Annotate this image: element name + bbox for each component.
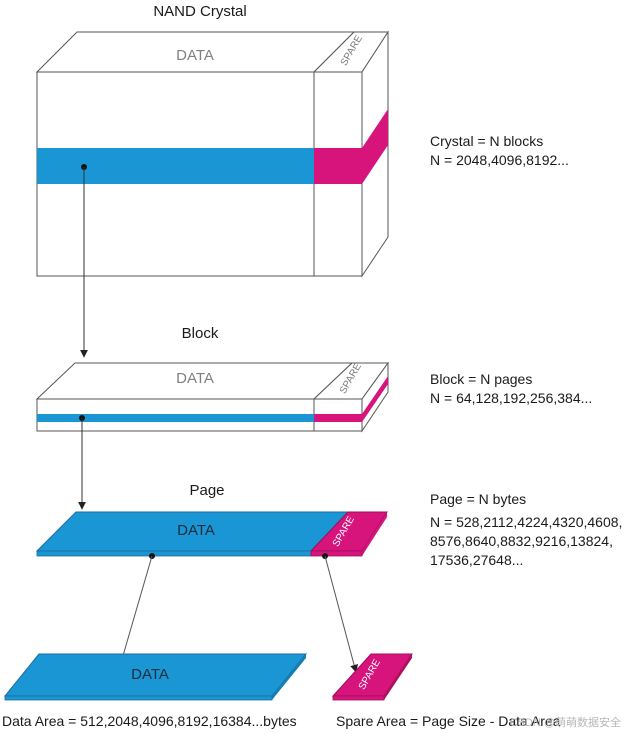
crystal-box: DATA SPARE: [35, 30, 389, 278]
page-title: Page: [189, 482, 224, 499]
crystal-desc-line-1: Crystal = N blocks: [430, 133, 543, 149]
data-area-caption: Data Area = 512,2048,4096,8192,16384...b…: [2, 713, 297, 729]
block-desc-line-1: Block = N pages: [430, 371, 532, 387]
spare-area-front: [332, 695, 385, 701]
page-spare-side: [362, 512, 387, 556]
spare-area-box: SPARE: [331, 653, 413, 701]
block-box: DATA SPARE: [35, 361, 389, 433]
page-data-label: DATA: [177, 522, 215, 539]
page-desc-line-1: Page = N bytes: [430, 491, 526, 507]
block-page-band-spare: [314, 414, 362, 422]
crystal-data-label: DATA: [176, 47, 214, 64]
block-page-band-data: [37, 414, 314, 422]
data-area-label: DATA: [131, 666, 169, 683]
crystal-desc-line-2: N = 2048,4096,8192...: [430, 152, 569, 168]
crystal-block-band-side: [362, 109, 388, 184]
crystal-title: NAND Crystal: [153, 3, 246, 20]
block-page-band-side: [362, 376, 388, 422]
page-desc-line-3: 8576,8640,8832,9216,13824,: [430, 533, 613, 549]
page-desc-line-2: N = 528,2112,4224,4320,4608,: [430, 514, 622, 530]
page-spare-front: [310, 550, 363, 557]
block-data-label: DATA: [176, 370, 214, 387]
block-title: Block: [182, 325, 219, 342]
page-desc-line-4: 17536,27648...: [430, 552, 523, 568]
arrow-page-to-spare-area: [324, 555, 359, 673]
watermark: CSDN @萌萌数据安全: [510, 715, 621, 729]
crystal-block-band-spare: [314, 148, 362, 184]
data-area-front: [4, 695, 273, 701]
data-area-side: [272, 654, 306, 700]
page-data-front: [36, 550, 312, 557]
block-desc-line-2: N = 64,128,192,256,384...: [430, 390, 592, 406]
page-box: DATA SPARE: [35, 511, 388, 559]
spare-area-side: [384, 654, 412, 700]
data-area-box: DATA: [3, 653, 308, 701]
arrow-page-to-data-area: [118, 555, 153, 667]
spare-area-caption: Spare Area = Page Size - Data Area: [336, 713, 561, 729]
crystal-block-band-data: [37, 148, 314, 184]
